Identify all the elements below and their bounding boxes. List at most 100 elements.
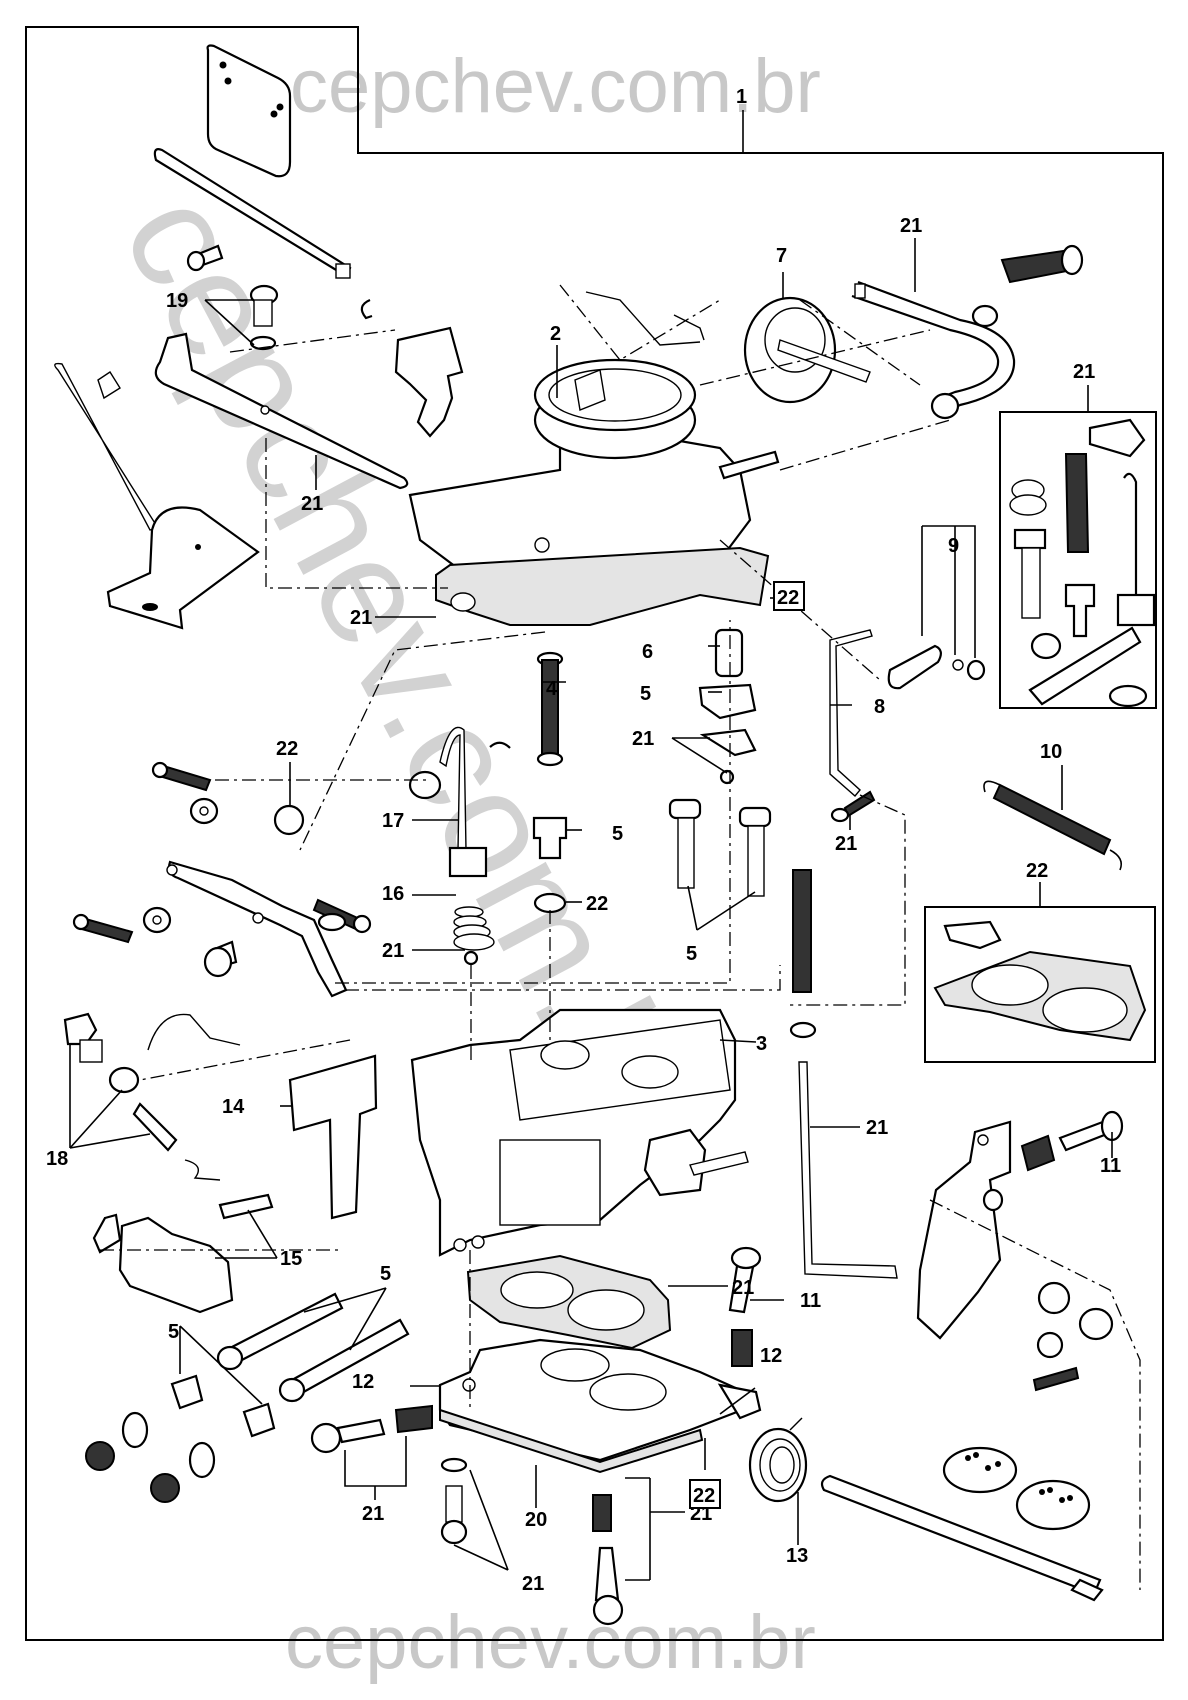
e-clip-part — [360, 298, 373, 320]
callout-10: 10 — [1040, 741, 1062, 763]
repair-kit-parts — [1009, 418, 1156, 708]
callout-22-lockwasher: 22 — [276, 738, 298, 760]
callout-labels: 1 2 3 4 5 5 5 5 5 6 7 8 9 10 11 11 12 12… — [46, 86, 1121, 1595]
throttle-lever-part — [394, 326, 464, 438]
small-clip-part — [673, 314, 705, 341]
callout-11-adjust: 11 — [1100, 1155, 1121, 1177]
throttle-plates-part — [942, 1446, 1091, 1531]
diagram-frame — [25, 26, 1164, 1641]
choke-diaphragm-part — [743, 296, 871, 404]
idle-screw-set-part — [592, 1494, 624, 1626]
small-screw-part — [186, 244, 224, 272]
baffle-part — [288, 1054, 378, 1220]
float-clip-part — [147, 1013, 241, 1051]
spring-washer-part — [789, 1021, 817, 1039]
choke-wire-part — [54, 362, 160, 531]
throttle-lever-assembly-part — [916, 1110, 1124, 1392]
callout-17: 17 — [382, 810, 404, 832]
choke-housing-part — [106, 506, 260, 630]
pump-valve-part — [532, 816, 568, 914]
callout-2: 2 — [550, 323, 561, 345]
callout-5-valve: 5 — [612, 823, 623, 845]
throttle-shaft-part — [820, 1474, 1104, 1602]
emulsion-tubes-part — [668, 798, 772, 897]
callout-21-screw: 21 — [835, 833, 857, 855]
callout-12-body: 12 — [352, 1371, 374, 1393]
spring-clip-part — [184, 1159, 221, 1181]
callout-21-screw-washer: 21 — [522, 1573, 544, 1595]
throttle-body-part — [438, 1338, 762, 1474]
callout-leaders — [69, 238, 1113, 1581]
pump-spring-part — [453, 906, 495, 951]
callout-16: 16 — [382, 883, 404, 905]
callout-21-bracket: 21 — [301, 493, 323, 515]
callout-5-main-jets: 5 — [168, 1321, 179, 1343]
check-ball-part — [463, 950, 479, 966]
callout-12-lever: 12 — [760, 1345, 782, 1367]
diaphragm-plate-part — [698, 683, 757, 720]
callout-5-tubes: 5 — [686, 943, 697, 965]
callout-6: 6 — [642, 641, 653, 663]
idle-jets-part — [216, 1292, 410, 1403]
callout-8: 8 — [874, 696, 885, 718]
idle-adjust-screw-part — [728, 1246, 762, 1367]
callout-7: 7 — [776, 245, 787, 267]
callout-21-ball: 21 — [382, 940, 404, 962]
pump-lever-part — [166, 860, 348, 998]
base-screw-part — [440, 1457, 468, 1545]
return-spring-part — [983, 780, 1123, 871]
throttle-plate-part — [206, 44, 292, 178]
hose-part — [851, 280, 1016, 420]
callout-14: 14 — [222, 1096, 245, 1118]
callout-21-hose: 21 — [900, 215, 922, 237]
pump-lever-screws — [72, 761, 372, 978]
callout-18: 18 — [46, 1148, 68, 1170]
pump-rod-part — [408, 726, 511, 878]
connecting-rod-part — [829, 629, 873, 798]
clip-part — [97, 371, 121, 400]
lever-9-part — [887, 644, 986, 690]
callout-21-mixture: 21 — [362, 1503, 384, 1525]
callout-15: 15 — [280, 1248, 302, 1270]
callout-1: 1 — [736, 86, 747, 108]
diaphragm-cover-part — [699, 728, 757, 757]
float-part — [92, 1193, 274, 1314]
callout-22-gasket-set: 22 — [1026, 860, 1048, 882]
callout-4: 4 — [546, 678, 558, 700]
linkage-rod-part — [798, 1061, 898, 1279]
watermark-top: cepchev.com.br — [290, 44, 821, 129]
choke-shaft-part — [153, 148, 352, 279]
gasket-set-parts — [933, 920, 1147, 1042]
mixture-screw-part — [310, 1404, 433, 1454]
callout-21-gasket: 21 — [350, 607, 372, 629]
throttle-return-spring-part — [748, 1417, 808, 1503]
carburetor-body-part — [410, 1008, 749, 1257]
bracket-part — [154, 332, 409, 490]
callout-21-cover: 21 — [632, 728, 654, 750]
callout-3: 3 — [756, 1033, 767, 1055]
pump-piston-part — [536, 651, 564, 767]
callout-19: 19 — [166, 290, 188, 312]
callout-22-top: 22 — [777, 587, 799, 609]
main-jets-part — [85, 1374, 276, 1503]
needle-valve-part — [714, 628, 744, 678]
callout-22-base: 22 — [693, 1485, 715, 1507]
callout-22-washer: 22 — [586, 893, 608, 915]
callout-5-air-jets: 5 — [380, 1263, 391, 1285]
callout-21-rod: 21 — [866, 1117, 888, 1139]
callout-11-idle: 11 — [800, 1290, 821, 1312]
needle-seat-part — [63, 1012, 178, 1152]
callout-20: 20 — [525, 1509, 547, 1531]
callout-22-top-box — [773, 581, 805, 611]
choke-rod-part — [585, 291, 701, 346]
callout-9: 9 — [948, 535, 959, 557]
callout-5-plate: 5 — [640, 683, 651, 705]
callout-21-kit: 21 — [1073, 361, 1095, 383]
callout-21-base-gasket: 21 — [732, 1277, 754, 1299]
watermark-bottom: cepchev.com.br — [285, 1600, 816, 1685]
callout-22-base-box — [689, 1479, 721, 1509]
hose-screw-part — [971, 244, 1084, 328]
screw-eye-part — [830, 790, 876, 823]
assembly-dash-lines — [100, 284, 1141, 1590]
